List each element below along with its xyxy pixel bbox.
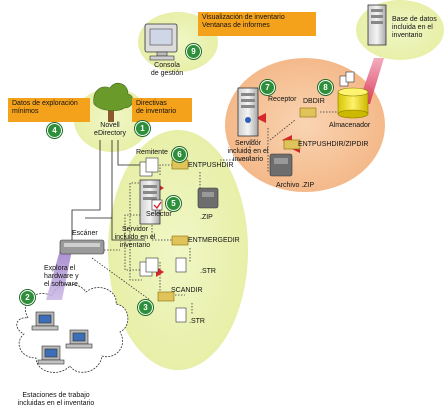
label-entpush-zipdir: ENTPUSHDIR/ZIPDIR — [298, 141, 369, 148]
scan-beam — [46, 250, 72, 300]
label-storage: Almacenador — [329, 122, 371, 129]
tree-icon — [93, 82, 134, 122]
label-receptor: Receptor — [268, 96, 297, 103]
label-server-receiver: Servidor incluido en el inventario — [227, 140, 269, 163]
scanner-icon — [59, 239, 105, 255]
step-badge-3: 3 — [138, 300, 153, 315]
label-database: Base de datos incluida en el inventario — [392, 16, 437, 39]
zip-drive-icon-sender — [197, 187, 219, 209]
label-sender: Remitente — [136, 149, 168, 156]
label-zip-file: Archivo .ZIP — [276, 182, 315, 189]
zip-drive-icon-receiver — [269, 153, 293, 177]
connector-lines — [71, 140, 145, 241]
monitor-icon — [144, 23, 178, 61]
label-str-2: .STR — [189, 318, 205, 325]
label-novell: Novell eDirectory — [94, 122, 126, 137]
server-icon-receiver — [237, 87, 259, 137]
label-entpushdir: ENTPUSHDIR — [188, 162, 234, 169]
label-workstations: Estaciones de trabajo incluidas en el in… — [17, 392, 95, 407]
database-icon — [337, 71, 369, 119]
step-badge-8: 8 — [318, 80, 333, 95]
label-dbdir: DBDIR — [303, 98, 325, 105]
label-scanner: Escáner — [72, 230, 98, 237]
label-selector: Selector — [146, 211, 172, 218]
step-badge-5: 5 — [166, 196, 181, 211]
callout-inventory-view: Visualización de inventario Ventanas de … — [198, 12, 316, 36]
workstation-icon — [31, 311, 93, 365]
label-entmergedir: ENTMERGEDIR — [188, 237, 240, 244]
label-server-sender: Servidor incluido en el inventario — [114, 226, 156, 249]
label-scan-desc: Explora el hardware y el software — [44, 265, 79, 288]
label-console: Consola de gestión — [150, 62, 184, 77]
callout-inventory-policies: Directivas de inventario — [132, 98, 192, 122]
database-server-icon — [367, 4, 387, 46]
step-badge-6: 6 — [172, 147, 187, 162]
server-icon-sender — [139, 179, 163, 225]
step-badge-4: 4 — [47, 123, 62, 138]
step-badge-1: 1 — [135, 121, 150, 136]
label-scandir: SCANDIR — [171, 287, 203, 294]
callout-minimal-scan-data: Datos de exploración mínimos — [8, 98, 90, 122]
label-zip: .ZIP — [200, 214, 213, 221]
step-badge-9-console: 9 — [186, 44, 201, 59]
step-badge-7: 7 — [260, 80, 275, 95]
document-icon-sender — [139, 157, 187, 323]
step-badge-2: 2 — [20, 290, 35, 305]
label-str-1: .STR — [200, 268, 216, 275]
